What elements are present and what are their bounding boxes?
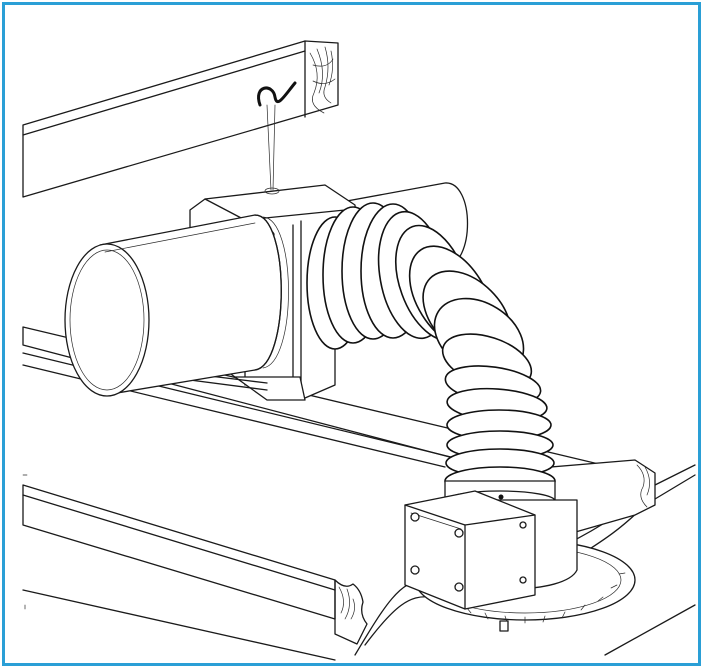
flexible-hose xyxy=(306,202,556,512)
ceiling-terminal xyxy=(404,490,636,632)
suspension-hanger xyxy=(257,81,297,195)
inlet-duct xyxy=(64,214,289,397)
hook-icon xyxy=(257,81,297,107)
lower-joist xyxy=(22,484,368,661)
detail-marks xyxy=(22,474,28,610)
upper-joist xyxy=(22,40,339,198)
installation-diagram xyxy=(22,40,696,661)
